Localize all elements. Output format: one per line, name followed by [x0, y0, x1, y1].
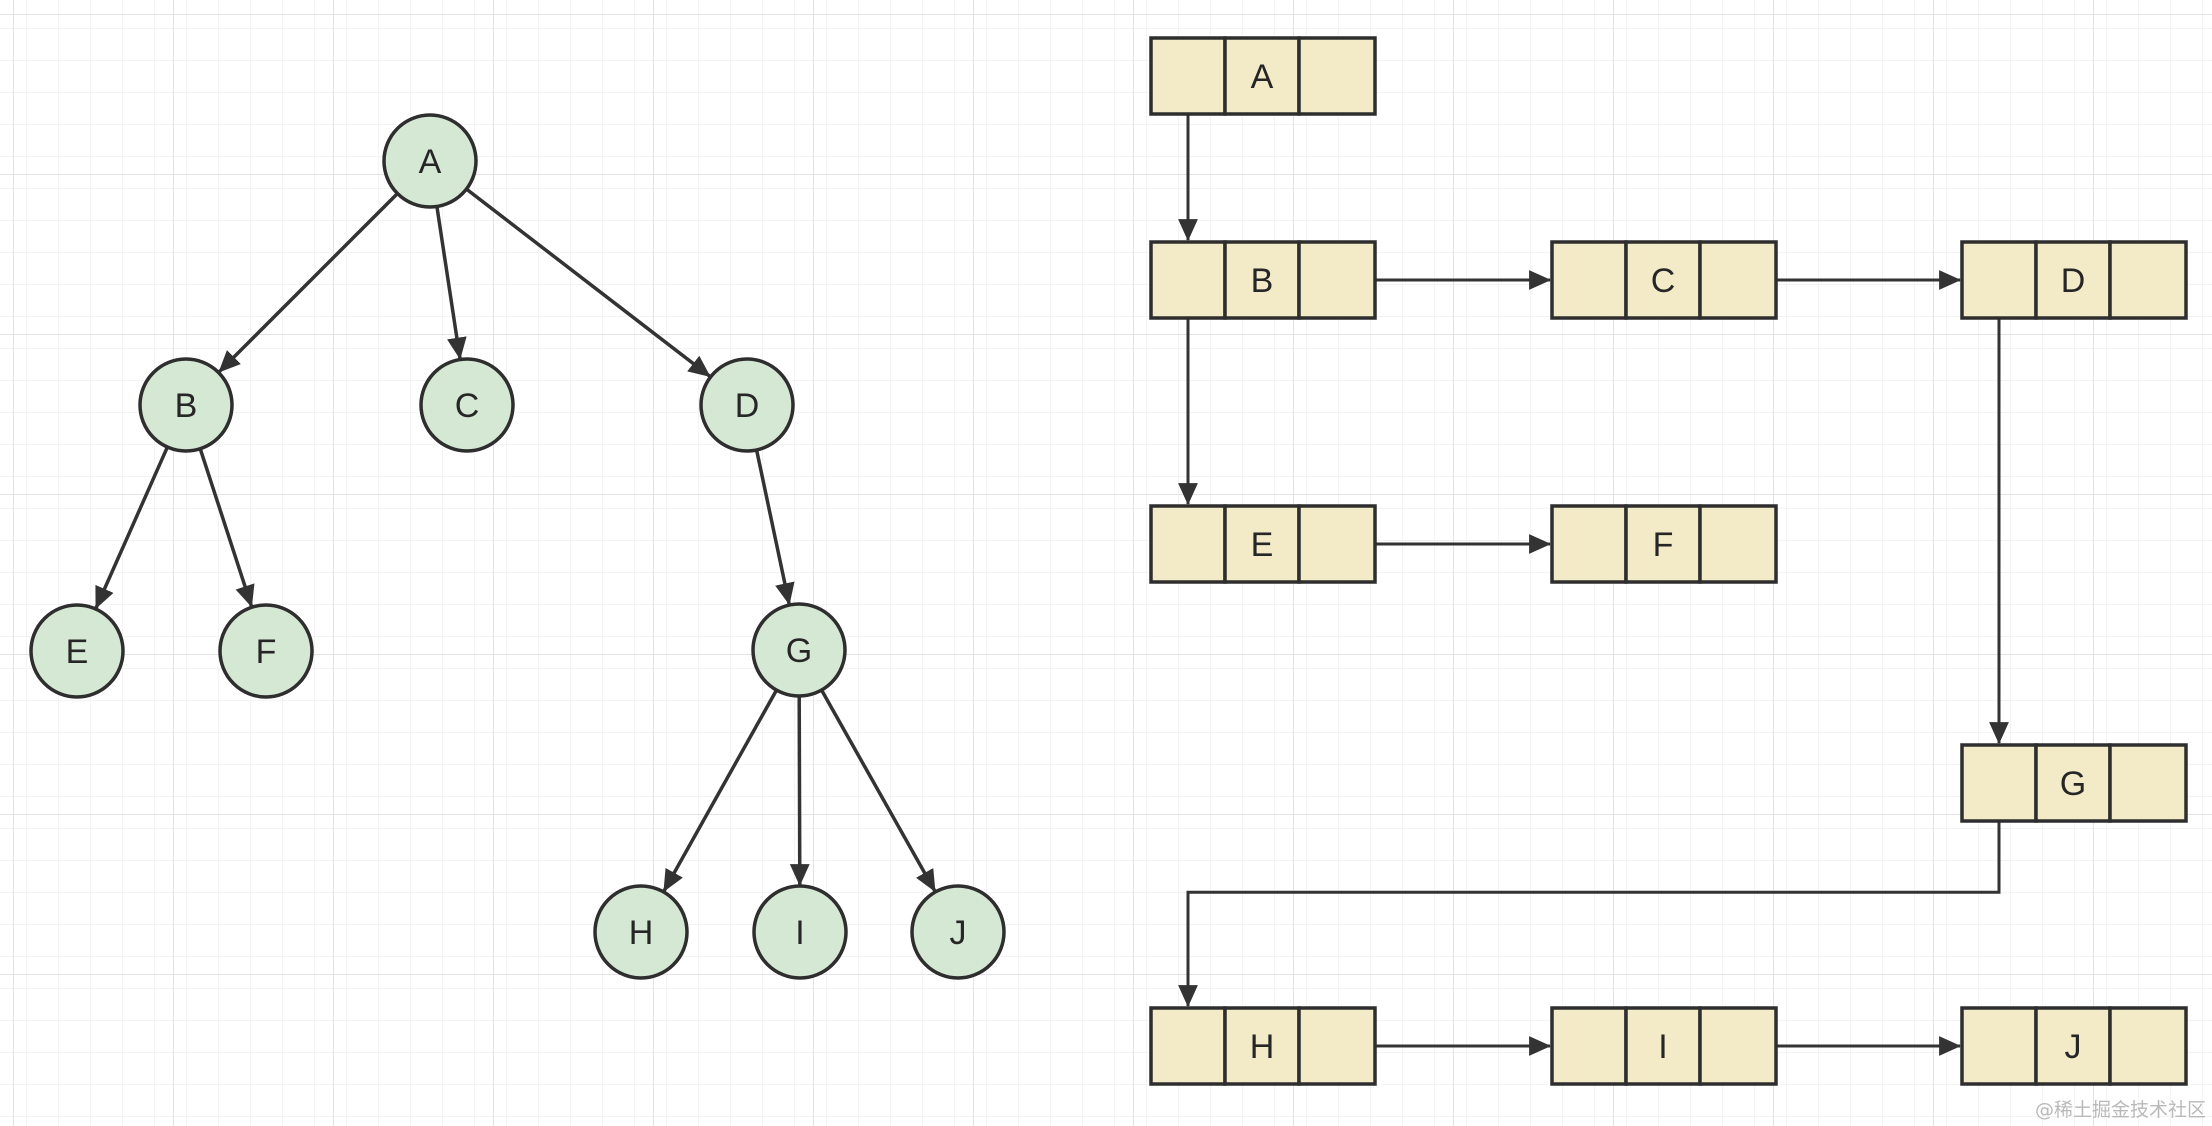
- tree-node-circle: [699, 357, 795, 453]
- tree-node-circle: [752, 884, 848, 980]
- sibling-pointer-cell: [1297, 36, 1377, 116]
- tree-node-h: H: [593, 884, 689, 980]
- tree-node-b: B: [138, 357, 234, 453]
- tree-node-circle: [218, 603, 314, 699]
- tree-node-circle: [910, 884, 1006, 980]
- list-record-label: D: [2061, 262, 2086, 300]
- list-record-label: F: [1653, 526, 1674, 564]
- tree-node-label: E: [66, 633, 89, 671]
- tree-node-g: G: [751, 602, 847, 698]
- list-record-label: A: [1251, 58, 1274, 96]
- tree-node-label: D: [735, 387, 760, 425]
- list-record-label: I: [1658, 1028, 1667, 1066]
- child-pointer-cell: [1149, 504, 1227, 584]
- tree-node-label: I: [795, 914, 804, 952]
- tree-edges: [94, 187, 937, 893]
- child-pointer-cell: [1960, 1006, 2038, 1086]
- list-record-f: F: [1550, 504, 1778, 584]
- sibling-pointer-cell: [1698, 240, 1778, 320]
- sibling-pointer-cell: [1297, 240, 1377, 320]
- data-cell: [1223, 36, 1301, 116]
- child-pointer-cell: [1550, 1006, 1628, 1086]
- tree-edge-b-e: [94, 446, 169, 610]
- tree-edge-a-d: [465, 187, 711, 378]
- tree-edge-a-b: [217, 192, 399, 374]
- list-record-g: G: [1960, 743, 2188, 823]
- data-cell: [2034, 240, 2112, 320]
- child-pointer-cell: [1960, 743, 2038, 823]
- list-record-label: J: [2065, 1028, 2082, 1066]
- tree-node-a: A: [382, 113, 478, 209]
- tree-node-label: H: [629, 914, 654, 952]
- tree-node-i: I: [752, 884, 848, 980]
- tree-node-label: G: [786, 632, 812, 670]
- tree-node-label: F: [256, 633, 277, 671]
- tree-edge-g-i: [789, 695, 810, 887]
- sibling-pointer-cell: [1297, 1006, 1377, 1086]
- sibling-pointer-cell: [2108, 240, 2188, 320]
- list-record-label: E: [1251, 526, 1274, 564]
- tree-nodes: A B C D E F G H I J: [29, 113, 1006, 980]
- tree-edge-d-g: [754, 449, 795, 606]
- tree-node-circle: [593, 884, 689, 980]
- child-link-g-h: [1178, 821, 2001, 1008]
- sibling-pointer-cell: [1297, 504, 1377, 584]
- tree-node-d: D: [699, 357, 795, 453]
- child-pointer-cell: [1149, 36, 1227, 116]
- list-record-a: A: [1149, 36, 1377, 116]
- watermark: @稀土掘金技术社区: [2034, 1099, 2206, 1121]
- child-pointer-cell: [1960, 240, 2038, 320]
- data-cell: [2034, 1006, 2112, 1086]
- tree-node-e: E: [29, 603, 125, 699]
- sibling-pointer-cell: [2108, 1006, 2188, 1086]
- tree-node-label: C: [455, 387, 480, 425]
- list-record-label: C: [1651, 262, 1676, 300]
- sibling-pointer-cell: [2108, 743, 2188, 823]
- tree-node-f: F: [218, 603, 314, 699]
- data-cell: [1624, 240, 1702, 320]
- sibling-pointer-cell: [1698, 1006, 1778, 1086]
- tree-edge-g-j: [820, 689, 937, 893]
- list-records: A B C D E F G H I J: [1149, 36, 2188, 1086]
- child-pointer-cell: [1149, 240, 1227, 320]
- list-links: [1178, 114, 2009, 1056]
- tree-edge-g-h: [662, 689, 779, 892]
- child-pointer-cell: [1149, 1006, 1227, 1086]
- list-record-h: H: [1149, 1006, 1377, 1086]
- tree-node-c: C: [419, 357, 515, 453]
- list-record-e: E: [1149, 504, 1377, 584]
- list-record-label: H: [1250, 1028, 1275, 1066]
- tree-node-circle: [138, 357, 234, 453]
- child-pointer-cell: [1550, 504, 1628, 584]
- data-cell: [2034, 743, 2112, 823]
- list-record-j: J: [1960, 1006, 2188, 1086]
- list-record-b: B: [1149, 240, 1377, 320]
- tree-node-label: J: [950, 914, 967, 952]
- tree-edge-b-f: [198, 448, 255, 608]
- list-record-label: G: [2060, 765, 2086, 803]
- tree-node-circle: [751, 602, 847, 698]
- tree-edge-a-c: [435, 206, 467, 360]
- tree-node-label: A: [419, 143, 442, 181]
- list-record-c: C: [1550, 240, 1778, 320]
- list-record-d: D: [1960, 240, 2188, 320]
- list-record-i: I: [1550, 1006, 1778, 1086]
- data-cell: [1223, 240, 1301, 320]
- tree-node-circle: [29, 603, 125, 699]
- list-record-label: B: [1251, 262, 1274, 300]
- tree-node-label: B: [175, 387, 198, 425]
- sibling-pointer-cell: [1698, 504, 1778, 584]
- tree-node-circle: [382, 113, 478, 209]
- tree-node-circle: [419, 357, 515, 453]
- tree-node-j: J: [910, 884, 1006, 980]
- child-pointer-cell: [1550, 240, 1628, 320]
- data-cell: [1624, 1006, 1702, 1086]
